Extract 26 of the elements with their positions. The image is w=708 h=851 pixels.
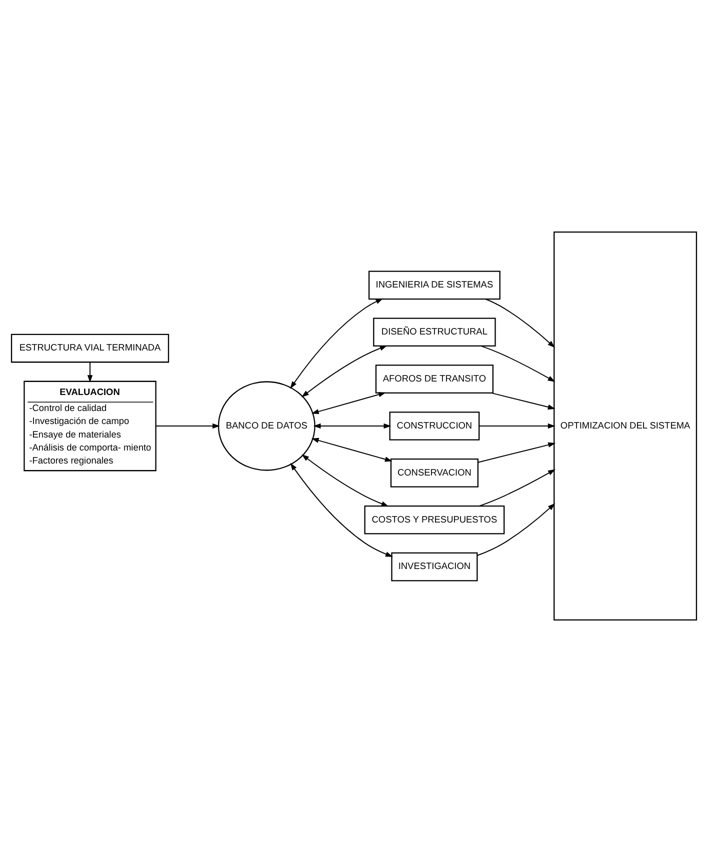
arrow — [87, 361, 93, 382]
arrow — [313, 422, 392, 428]
node-box: AFOROS DE TRANSITO — [375, 364, 494, 393]
arrow — [311, 392, 386, 414]
node-box: DISEÑO ESTRUCTURAL — [373, 317, 496, 346]
node-box: COSTOS Y PRESUPUESTOS — [364, 504, 505, 534]
arrow — [302, 344, 388, 397]
node-box: EVALUACION -Control de calidad -Investigación de campo -Ensaye de materiales -Análisis de comporta- miento -Factores regionales — [24, 380, 156, 471]
node-box: CONSTRUCCION — [389, 411, 480, 440]
arrow — [155, 422, 220, 428]
arrow — [476, 502, 556, 556]
arrow — [480, 345, 556, 382]
arrow — [290, 462, 393, 556]
node-box: ESTRUCTURA VIAL TERMINADA — [10, 333, 170, 362]
arrow — [490, 392, 556, 410]
node-box: INVESTIGACION — [391, 552, 478, 581]
arrow — [478, 468, 556, 506]
node-box: OPTIMIZACION DEL SISTEMA — [554, 231, 698, 620]
arrow — [302, 454, 389, 506]
node-box: CONSERVACION — [390, 458, 479, 487]
node-box: INGENIERIA DE SISTEMAS — [368, 270, 500, 300]
arrow — [477, 442, 556, 462]
arrow — [311, 437, 392, 462]
arrow — [290, 298, 384, 388]
arrow — [485, 298, 555, 348]
arrow — [478, 422, 556, 428]
